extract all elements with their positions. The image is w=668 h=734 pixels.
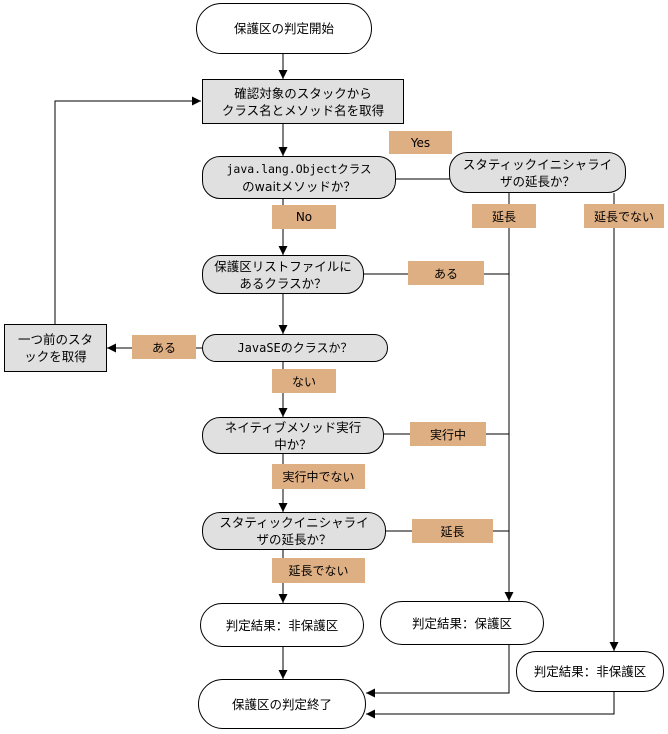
end-label: 保護区の判定終了 xyxy=(231,696,332,712)
start-label: 保護区の判定開始 xyxy=(233,21,334,36)
label-aru-list-text: ある xyxy=(433,266,458,281)
static-init-right-line2: ザの延長か？ xyxy=(499,173,575,189)
label-nai-javase: ない xyxy=(272,369,336,393)
label-extend-left: 延長 xyxy=(412,519,493,543)
edge-nonprotected-right-to-end xyxy=(366,692,615,719)
label-extend-left-text: 延長 xyxy=(440,524,465,539)
label-aru-list: ある xyxy=(408,261,484,285)
native-check-line1: ネイティブメソッド実行 xyxy=(224,419,362,435)
list-check-line2: あるクラスか？ xyxy=(239,275,327,291)
label-not-extend-right-text: 延長でない xyxy=(593,209,654,224)
result-non-protected-left-node: 判定結果：非保護区 xyxy=(200,603,364,647)
label-nai-javase-text: ない xyxy=(291,374,316,389)
native-check-line2: 中か？ xyxy=(274,436,312,452)
static-init-right-line1: スタティックイニシャライ xyxy=(462,156,613,172)
label-not-extend-left: 延長でない xyxy=(272,558,365,583)
label-not-extend-right: 延長でない xyxy=(584,204,664,228)
label-aru-javase-text: ある xyxy=(151,340,176,355)
list-check-line1: 保護区リストファイルに xyxy=(214,258,352,274)
label-extend-right-text: 延長 xyxy=(491,209,516,224)
result-protected-label: 判定結果：保護区 xyxy=(411,615,512,631)
label-not-running-text: 実行中でない xyxy=(282,470,355,484)
label-running-text: 実行中 xyxy=(429,427,466,442)
result-protected-node: 判定結果：保護区 xyxy=(380,601,544,645)
label-not-running: 実行中でない xyxy=(272,464,365,489)
wait-check-line1: java.lang.Objectクラス xyxy=(226,161,372,176)
prev-stack-line2: ックを取得 xyxy=(24,349,87,364)
result-non-protected-left-label: 判定結果：非保護区 xyxy=(225,617,339,633)
static-init-right-decision: スタティックイニシャライ ザの延長か？ xyxy=(449,152,626,193)
label-running: 実行中 xyxy=(410,422,486,446)
start-node: 保護区の判定開始 xyxy=(196,3,372,54)
get-class-line1: 確認対象のスタックから xyxy=(234,85,372,101)
end-node: 保護区の判定終了 xyxy=(198,679,366,729)
label-extend-right: 延長 xyxy=(472,204,536,228)
protected-list-decision: 保護区リストファイルに あるクラスか？ xyxy=(202,255,364,294)
javase-check-label: JavaSEのクラスか？ xyxy=(237,340,353,355)
wait-method-decision: java.lang.Objectクラス のwaitメソッドか？ xyxy=(202,156,396,199)
label-yes-text: Yes xyxy=(410,135,431,150)
javase-class-decision: JavaSEのクラスか？ xyxy=(202,334,388,362)
previous-stack-node: 一つ前のスタ ックを取得 xyxy=(4,324,107,372)
label-no-text: No xyxy=(295,210,313,224)
edge-protected-to-end xyxy=(366,645,510,698)
result-non-protected-right-label: 判定結果：非保護区 xyxy=(533,664,647,679)
label-yes: Yes xyxy=(389,131,452,154)
edge-loopback xyxy=(54,96,201,324)
get-class-line2: クラス名とメソッド名を取得 xyxy=(221,102,385,118)
native-method-decision: ネイティブメソッド実行 中か？ xyxy=(202,417,384,454)
label-aru-javase: ある xyxy=(132,335,196,359)
wait-check-line2: のwaitメソッドか？ xyxy=(242,178,356,194)
get-class-method-node: 確認対象のスタックから クラス名とメソッド名を取得 xyxy=(202,79,404,124)
label-no: No xyxy=(272,205,336,229)
label-not-extend-left-text: 延長でない xyxy=(288,564,349,578)
prev-stack-line1: 一つ前のスタ xyxy=(17,332,93,347)
static-init-left-line1: スタティックイニシャライ xyxy=(219,515,369,530)
result-non-protected-right-node: 判定結果：非保護区 xyxy=(516,651,664,692)
static-init-left-line2: ザの延長か？ xyxy=(256,532,332,547)
static-init-left-decision: スタティックイニシャライ ザの延長か？ xyxy=(202,512,386,550)
